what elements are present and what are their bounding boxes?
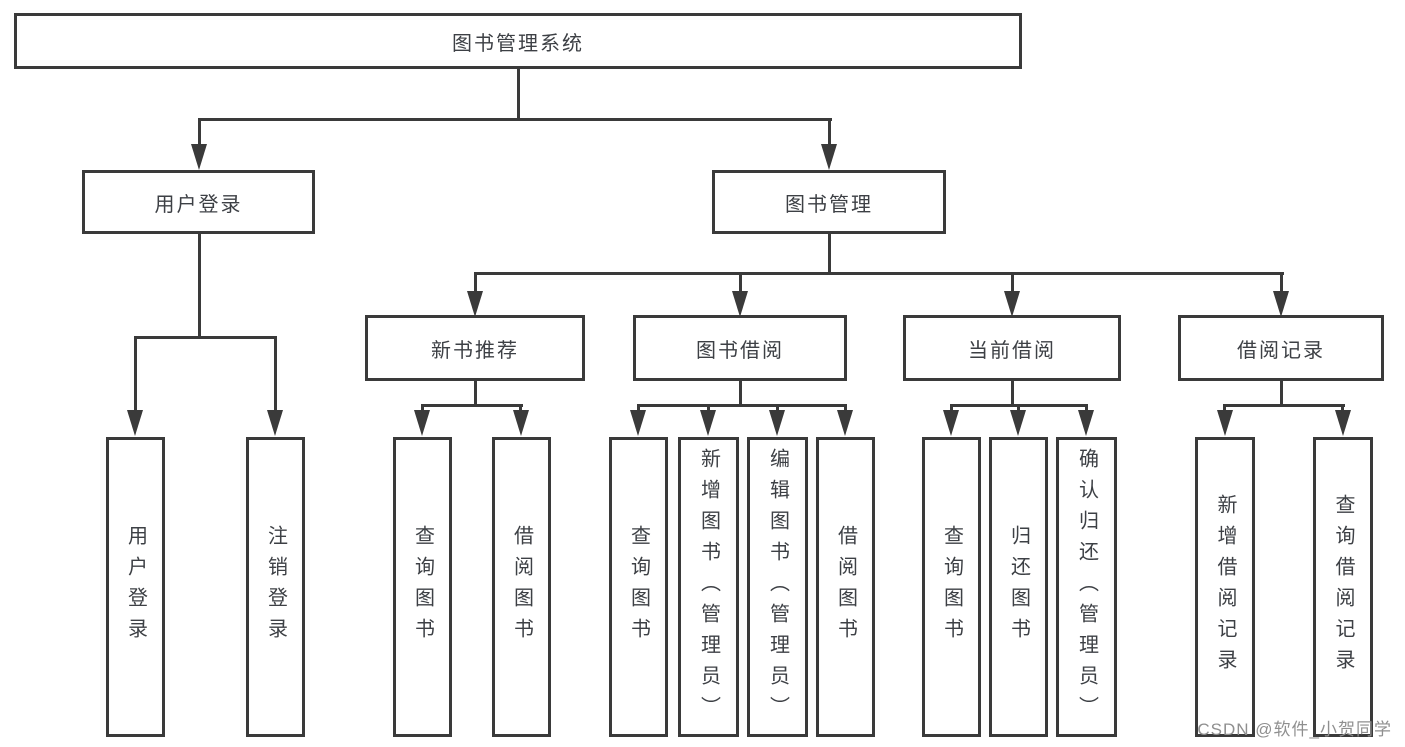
arrow-down-icon [700,410,716,436]
arrow-down-icon [943,410,959,436]
connector-line [422,404,523,407]
arrow-down-icon [467,291,483,317]
arrow-down-icon [821,144,837,170]
arrow-down-icon [127,410,143,436]
leaf-borrow-edit-book: 编辑图书（管理员） [747,437,808,737]
node-book-borrowing: 图书借阅 [633,315,847,381]
connector-line [1011,272,1014,295]
connector-line [1280,272,1283,295]
connector-line [828,118,831,148]
leaf-user-login: 用户登录 [106,437,165,737]
arrow-down-icon [1010,410,1026,436]
connector-line [1011,381,1014,407]
connector-line [198,234,201,339]
leaf-record-add: 新增借阅记录 [1195,437,1255,737]
leaf-borrow-borrow-book: 借阅图书 [816,437,875,737]
arrow-down-icon [769,410,785,436]
node-book-management: 图书管理 [712,170,946,234]
connector-line [474,381,477,407]
connector-line [739,272,742,295]
connector-line [844,404,847,413]
arrow-down-icon [1078,410,1094,436]
connector-line [1341,404,1344,413]
node-new-book-recommend: 新书推荐 [365,315,585,381]
arrow-down-icon [414,410,430,436]
arrow-down-icon [732,291,748,317]
connector-line [707,404,710,413]
connector-line [134,336,137,414]
connector-line [1085,404,1088,413]
connector-line [474,272,1284,275]
connector-line [134,336,277,339]
connector-line [1017,404,1020,413]
leaf-logout: 注销登录 [246,437,305,737]
connector-line [1223,404,1226,413]
node-user-login: 用户登录 [82,170,315,234]
connector-line [828,234,831,275]
connector-line [637,404,847,407]
arrow-down-icon [1004,291,1020,317]
connector-line [739,381,742,407]
connector-line [474,272,477,295]
leaf-record-query: 查询借阅记录 [1313,437,1373,737]
arrow-down-icon [1335,410,1351,436]
connector-line [776,404,779,413]
leaf-current-query-book: 查询图书 [922,437,981,737]
connector-line [274,336,277,414]
connector-line [637,404,640,413]
arrow-down-icon [267,410,283,436]
csdn-watermark: CSDN @软件_小贺同学 [1197,720,1392,739]
connector-line [421,404,424,413]
connector-line [198,118,201,148]
node-current-borrowing: 当前借阅 [903,315,1121,381]
node-borrowing-records: 借阅记录 [1178,315,1384,381]
arrow-down-icon [837,410,853,436]
leaf-borrow-add-book: 新增图书（管理员） [678,437,739,737]
connector-line [950,404,953,413]
connector-line [1224,404,1345,407]
leaf-recommend-query-book: 查询图书 [393,437,452,737]
connector-line [519,404,522,413]
arrow-down-icon [1273,291,1289,317]
arrow-down-icon [630,410,646,436]
arrow-down-icon [1217,410,1233,436]
connector-line [517,69,520,121]
leaf-current-confirm-return: 确认归还（管理员） [1056,437,1117,737]
leaf-current-return-book: 归还图书 [989,437,1048,737]
leaf-recommend-borrow-book: 借阅图书 [492,437,551,737]
arrow-down-icon [191,144,207,170]
leaf-borrow-query-book: 查询图书 [609,437,668,737]
arrow-down-icon [513,410,529,436]
node-library-management-system: 图书管理系统 [14,13,1022,69]
connector-line [1280,381,1283,407]
connector-line [198,118,832,121]
